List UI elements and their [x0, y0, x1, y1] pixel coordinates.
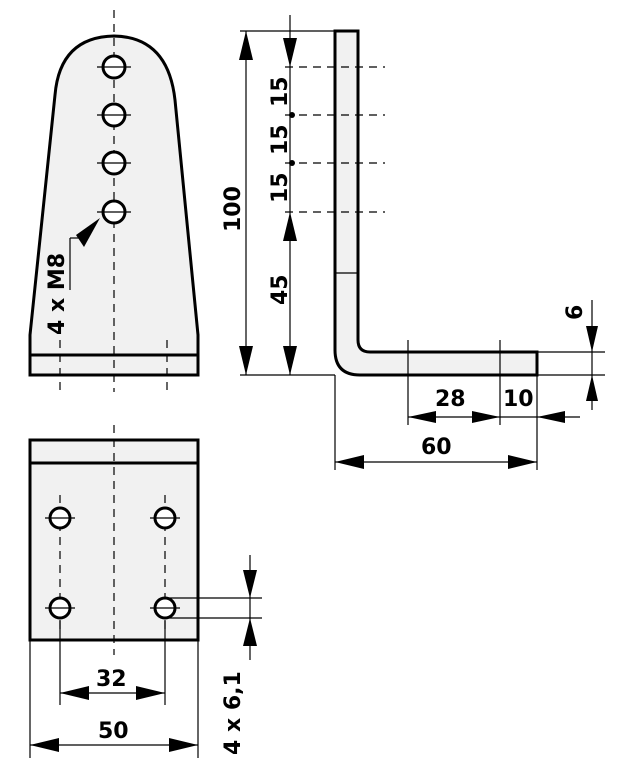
dim-45: 45 [268, 274, 293, 305]
dim-100: 100 [221, 186, 246, 232]
side-view: 100 15 15 15 45 28 10 60 6 [221, 15, 605, 470]
dim-15-b: 15 [268, 124, 293, 155]
bracket-side-profile [333, 29, 539, 377]
leader-arrow [76, 218, 100, 247]
dim-10: 10 [503, 387, 534, 412]
dim-4x6-1: 4 x 6,1 [221, 671, 246, 755]
dim-28: 28 [435, 387, 466, 412]
dim-15-c: 15 [268, 172, 293, 203]
front-view: 4 x M8 [28, 10, 200, 392]
dim-6: 6 [563, 305, 588, 320]
dim-15-a: 15 [268, 76, 293, 107]
holes [97, 54, 131, 225]
dim-60: 60 [421, 435, 452, 460]
dim-32: 32 [96, 667, 127, 692]
bottom-view: 4 x 6,1 32 50 [28, 425, 262, 758]
hole-callout-m8: 4 x M8 [45, 253, 70, 335]
dim-50: 50 [98, 719, 129, 744]
